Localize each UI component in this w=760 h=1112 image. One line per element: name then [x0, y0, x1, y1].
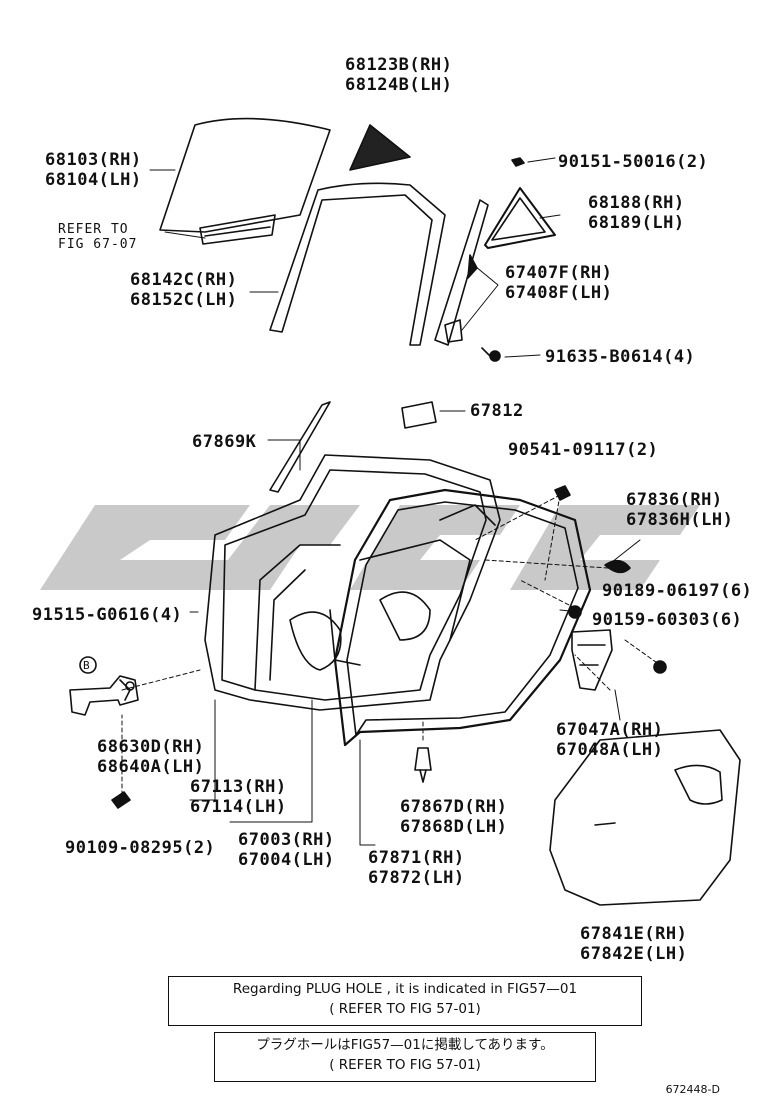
door-check [571, 629, 613, 691]
label-90151: 90151-50016(2) [558, 152, 708, 172]
circle-b-text: B [83, 659, 91, 672]
label-refer-fig-67-07: REFER TO FIG 67-07 [58, 222, 137, 252]
part-number: 67872(LH) [368, 868, 465, 888]
plug [401, 401, 437, 429]
label-68142c: 68142C(RH) 68152C(LH) [130, 270, 237, 310]
part-number: 91515-G0616(4) [32, 605, 183, 625]
label-67871: 67871(RH) 67872(LH) [368, 848, 465, 888]
label-68630d: 68630D(RH) 68640A(LH) [97, 737, 204, 777]
part-number: 90541-09117(2) [508, 440, 659, 460]
part-number: 67004(LH) [238, 850, 335, 870]
part-number: 67812 [470, 401, 524, 421]
part-number: 67871(RH) [368, 848, 465, 868]
label-68188: 68188(RH) 68189(LH) [588, 193, 685, 233]
label-90541: 90541-09117(2) [508, 440, 658, 460]
part-number: 68123B(RH) [345, 55, 453, 75]
refer-text: REFER TO [58, 222, 129, 237]
label-91515: 91515-G0616(4) [32, 605, 182, 625]
label-67047a: 67047A(RH) 67048A(LH) [556, 720, 663, 760]
part-number: 67048A(LH) [556, 740, 664, 760]
label-68123b: 68123B(RH) 68124B(LH) [345, 55, 452, 95]
part-number: 67836(RH) [626, 490, 723, 510]
part-number: 68640A(LH) [97, 757, 205, 777]
figure-code: 672448-D [665, 1083, 720, 1096]
label-68103: 68103(RH) 68104(LH) [45, 150, 142, 190]
label-90159: 90159-60303(6) [592, 610, 742, 630]
note-line: Regarding PLUG HOLE , it is indicated in… [232, 981, 578, 997]
part-number: 67003(RH) [238, 830, 335, 850]
refer-text: FIG 67-07 [58, 237, 138, 252]
part-number: 90109-08295(2) [65, 838, 216, 858]
label-67867d: 67867D(RH) 67868D(LH) [400, 797, 507, 837]
part-number: 67408F(LH) [505, 283, 613, 303]
division-bar [434, 199, 489, 346]
run-channel [269, 182, 446, 346]
note-line: ( REFER TO FIG 57-01) [329, 1057, 481, 1073]
part-number: 67407F(RH) [505, 263, 613, 283]
part-number: 67842E(LH) [580, 944, 688, 964]
part-number: 68189(LH) [588, 213, 685, 233]
label-67812: 67812 [470, 401, 524, 421]
label-67841e: 67841E(RH) 67842E(LH) [580, 924, 687, 964]
part-number: 68630D(RH) [97, 737, 205, 757]
part-number: 90189-06197(6) [602, 581, 753, 601]
label-90189: 90189-06197(6) [602, 581, 752, 601]
part-number: 67114(LH) [190, 797, 287, 817]
glass-channel [199, 214, 276, 245]
label-67407f: 67407F(RH) 67408F(LH) [505, 263, 612, 303]
note-line: ( REFER TO FIG 57-01) [329, 1001, 481, 1017]
label-91635: 91635-B0614(4) [545, 347, 695, 367]
part-number: 68104(LH) [45, 170, 142, 190]
door-glass [159, 117, 331, 233]
part-number: 90151-50016(2) [558, 152, 709, 172]
part-number: 68142C(RH) [130, 270, 238, 290]
note-plug-hole-english: Regarding PLUG HOLE , it is indicated in… [168, 976, 642, 1026]
label-90109: 90109-08295(2) [65, 838, 215, 858]
part-number: 67113(RH) [190, 777, 287, 797]
quarter-window [484, 187, 556, 249]
part-number: 91635-B0614(4) [545, 347, 696, 367]
part-number: 90159-60303(6) [592, 610, 743, 630]
part-number: 68103(RH) [45, 150, 142, 170]
part-number: 67047A(RH) [556, 720, 664, 740]
part-number: 67868D(LH) [400, 817, 508, 837]
note-plug-hole-japanese: プラグホールはFIG57—01に掲載してあります。 ( REFER TO FIG… [214, 1032, 596, 1082]
circle-b-marker [79, 656, 97, 674]
circle-b-label: B [83, 658, 91, 673]
label-67836: 67836(RH) 67836H(LH) [626, 490, 733, 530]
part-number: 68188(RH) [588, 193, 685, 213]
watermark-logo [40, 505, 700, 590]
door-panel [204, 454, 501, 711]
part-number: 67869K [192, 432, 257, 452]
part-number: 67836H(LH) [626, 510, 734, 530]
outer-weatherstrip [269, 401, 331, 493]
door-trim [549, 729, 741, 906]
label-67113: 67113(RH) 67114(LH) [190, 777, 287, 817]
note-line: プラグホールはFIG57—01に掲載してあります。 [256, 1037, 554, 1053]
part-number: 68124B(LH) [345, 75, 453, 95]
door-hinge [69, 675, 139, 716]
label-67003: 67003(RH) 67004(LH) [238, 830, 335, 870]
label-67869k: 67869K [192, 432, 256, 452]
part-number: 67867D(RH) [400, 797, 508, 817]
part-number: 68152C(LH) [130, 290, 238, 310]
quarter-glass [349, 124, 411, 171]
door-weatherstrip [333, 488, 592, 747]
part-number: 67841E(RH) [580, 924, 688, 944]
